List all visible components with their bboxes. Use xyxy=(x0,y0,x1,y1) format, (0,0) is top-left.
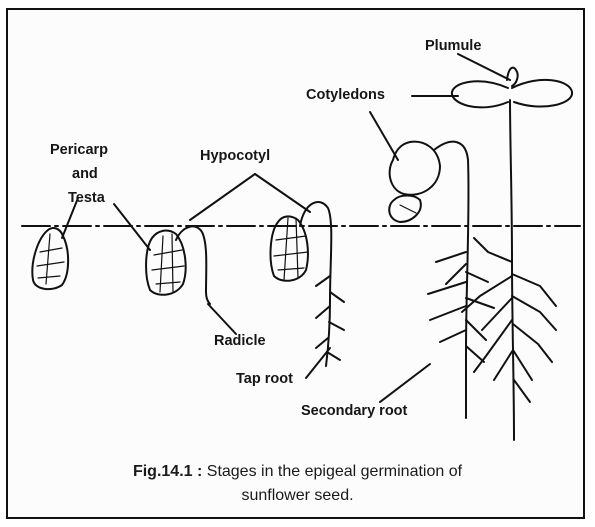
caption-line-2: sunflower seed. xyxy=(10,484,585,508)
stage5-cotyledon-right xyxy=(512,80,572,107)
label-cotyledons: Cotyledons xyxy=(306,87,385,103)
stage2-seed xyxy=(146,231,186,295)
stage5-plumule xyxy=(507,68,518,86)
label-plumule: Plumule xyxy=(425,38,481,54)
leader-plumule xyxy=(458,54,510,80)
leader-hypocotyl-2 xyxy=(255,174,310,212)
leader-cotyledons-2 xyxy=(370,112,398,160)
label-tap-root: Tap root xyxy=(236,371,293,387)
label-radicle: Radicle xyxy=(214,333,266,349)
stage4-seedcoat xyxy=(389,196,421,223)
stage5-cotyledon-left xyxy=(452,81,508,107)
label-pericarp-line1: Pericarp xyxy=(50,142,108,158)
label-hypocotyl: Hypocotyl xyxy=(200,148,270,164)
caption-text: Stages in the epigeal germination of xyxy=(207,463,462,480)
stage5-roots xyxy=(462,238,556,402)
caption-figure-number: Fig.14.1 : xyxy=(133,463,202,480)
stage4-roots xyxy=(428,252,494,362)
stage4-cotyledons xyxy=(390,142,440,195)
leader-hypocotyl xyxy=(190,174,255,220)
stage5-stem xyxy=(510,100,514,440)
leader-secondary xyxy=(380,364,430,402)
caption-line-1: Fig.14.1 : Stages in the epigeal germina… xyxy=(10,460,585,484)
label-pericarp-line3: Testa xyxy=(68,190,106,206)
figure-caption: Fig.14.1 : Stages in the epigeal germina… xyxy=(10,460,585,508)
stage2-radicle xyxy=(206,292,210,304)
leader-radicle xyxy=(208,304,236,334)
label-secondary-root: Secondary root xyxy=(301,403,408,419)
label-pericarp-line2: and xyxy=(72,166,98,182)
